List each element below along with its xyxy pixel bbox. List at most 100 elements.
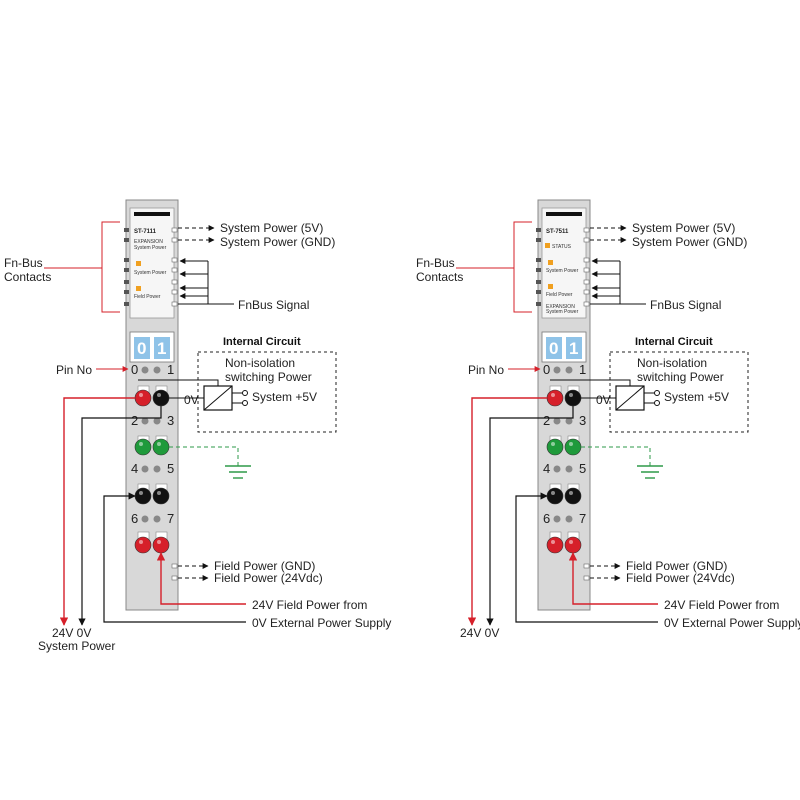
terminal-black [546, 487, 564, 505]
expansion-caption: EXPANSION [546, 304, 575, 310]
system-power-gnd-label: System Power (GND) [632, 235, 747, 249]
system-power-label: System Power [134, 270, 167, 276]
pin-number: 6 [131, 511, 138, 526]
bottom-24v-0v-label: 24V 0V [460, 626, 499, 640]
fnbus-contact [536, 280, 541, 284]
fnbus-slot [171, 301, 178, 307]
terminal-highlight [139, 491, 143, 495]
fnbus-slot [583, 279, 590, 285]
pin-no-label: Pin No [56, 363, 92, 377]
field-power-led [136, 286, 141, 291]
terminal-green [152, 438, 170, 456]
pin-number: 4 [543, 461, 550, 476]
field-24v-from-label: 24V Field Power from [664, 598, 779, 612]
field-power-label: Field Power [546, 292, 573, 298]
digit-box [154, 337, 170, 359]
terminal-highlight [157, 393, 161, 397]
test-point [553, 417, 561, 425]
terminal-highlight [157, 491, 161, 495]
zero-v-label: 0V [596, 393, 611, 407]
fnbus-contact [536, 268, 541, 272]
terminal-red [134, 536, 152, 554]
terminal-black [564, 487, 582, 505]
fnbus-slot [171, 237, 178, 243]
field-power-24-label: Field Power (24Vdc) [626, 571, 735, 585]
test-point [565, 515, 573, 523]
terminal-highlight [569, 540, 573, 544]
module-model: ST-7511 [546, 229, 569, 235]
switching-power-label: switching Power [225, 370, 312, 384]
terminal-red [546, 389, 564, 407]
fnbus-contact [124, 238, 129, 242]
status-label: STATUS [552, 244, 572, 250]
fnbus-slot [583, 289, 590, 295]
converter-diagonal [615, 385, 645, 411]
non-isolation-label: Non-isolation [637, 356, 707, 370]
system-power-5v-label: System Power (5V) [632, 221, 735, 235]
terminal-highlight [551, 540, 555, 544]
field-power-gnd-label: Field Power (GND) [626, 559, 727, 573]
module-top-bar [134, 212, 170, 216]
terminal-black [134, 487, 152, 505]
field-slot [171, 575, 178, 581]
terminal-green [564, 438, 582, 456]
system-0v-wire [486, 406, 574, 626]
test-point [553, 366, 561, 374]
system-plus-5v-label: System +5V [252, 390, 317, 404]
external-supply-label: 0V External Power Supply [252, 616, 391, 630]
pin-number: 1 [579, 362, 586, 377]
test-point [153, 366, 161, 374]
fnbus-contacts-label-2: Contacts [416, 270, 463, 284]
pin-number: 5 [579, 461, 586, 476]
test-point [153, 515, 161, 523]
field-24v-wire [156, 552, 246, 605]
fnbus-slot [583, 227, 590, 233]
system-power-5v-label: System Power (5V) [220, 221, 323, 235]
terminal-red [152, 536, 170, 554]
internal-circuit-box [609, 351, 749, 433]
internal-circuit-title: Internal Circuit [223, 336, 301, 348]
fnbus-slot [583, 301, 590, 307]
terminal-highlight [551, 491, 555, 495]
output-terminal [654, 400, 660, 406]
system-power-led [548, 260, 553, 265]
terminal-highlight [139, 442, 143, 446]
terminal-red [564, 536, 582, 554]
converter-in-wire [138, 379, 219, 386]
fnbus-red-bracket [101, 221, 120, 313]
test-point [565, 417, 573, 425]
converter-in-wire [550, 379, 631, 386]
test-point [553, 515, 561, 523]
status-led [545, 243, 550, 248]
digit-1: 1 [569, 339, 578, 358]
non-isolation-label: Non-isolation [225, 356, 295, 370]
fnbus-contact [124, 228, 129, 232]
pin-number: 7 [579, 511, 586, 526]
system-power-gnd-label: System Power (GND) [220, 235, 335, 249]
pin-no-label: Pin No [468, 363, 504, 377]
fnbus-contact [536, 258, 541, 262]
field-slot [171, 563, 178, 569]
output-terminal [654, 390, 660, 396]
fnbus-contacts-label: Fn-Bus [4, 256, 43, 270]
module-top-bar [546, 212, 582, 216]
terminal-highlight [569, 491, 573, 495]
pin-number: 2 [131, 413, 138, 428]
system-24v-wire [467, 397, 547, 626]
test-point [153, 417, 161, 425]
terminal-highlight [139, 540, 143, 544]
fnbus-contacts-label: Fn-Bus [416, 256, 455, 270]
pin-number: 0 [131, 362, 138, 377]
internal-circuit-box [197, 351, 337, 433]
test-point [565, 366, 573, 374]
terminal-red [546, 536, 564, 554]
test-point [153, 465, 161, 473]
digit-0: 0 [549, 339, 558, 358]
fnbus-slot [583, 237, 590, 243]
fnbus-contact [536, 228, 541, 232]
pin-number: 0 [543, 362, 550, 377]
expansion-caption-2: System Power [546, 309, 579, 315]
field-power-label: Field Power [134, 294, 161, 300]
